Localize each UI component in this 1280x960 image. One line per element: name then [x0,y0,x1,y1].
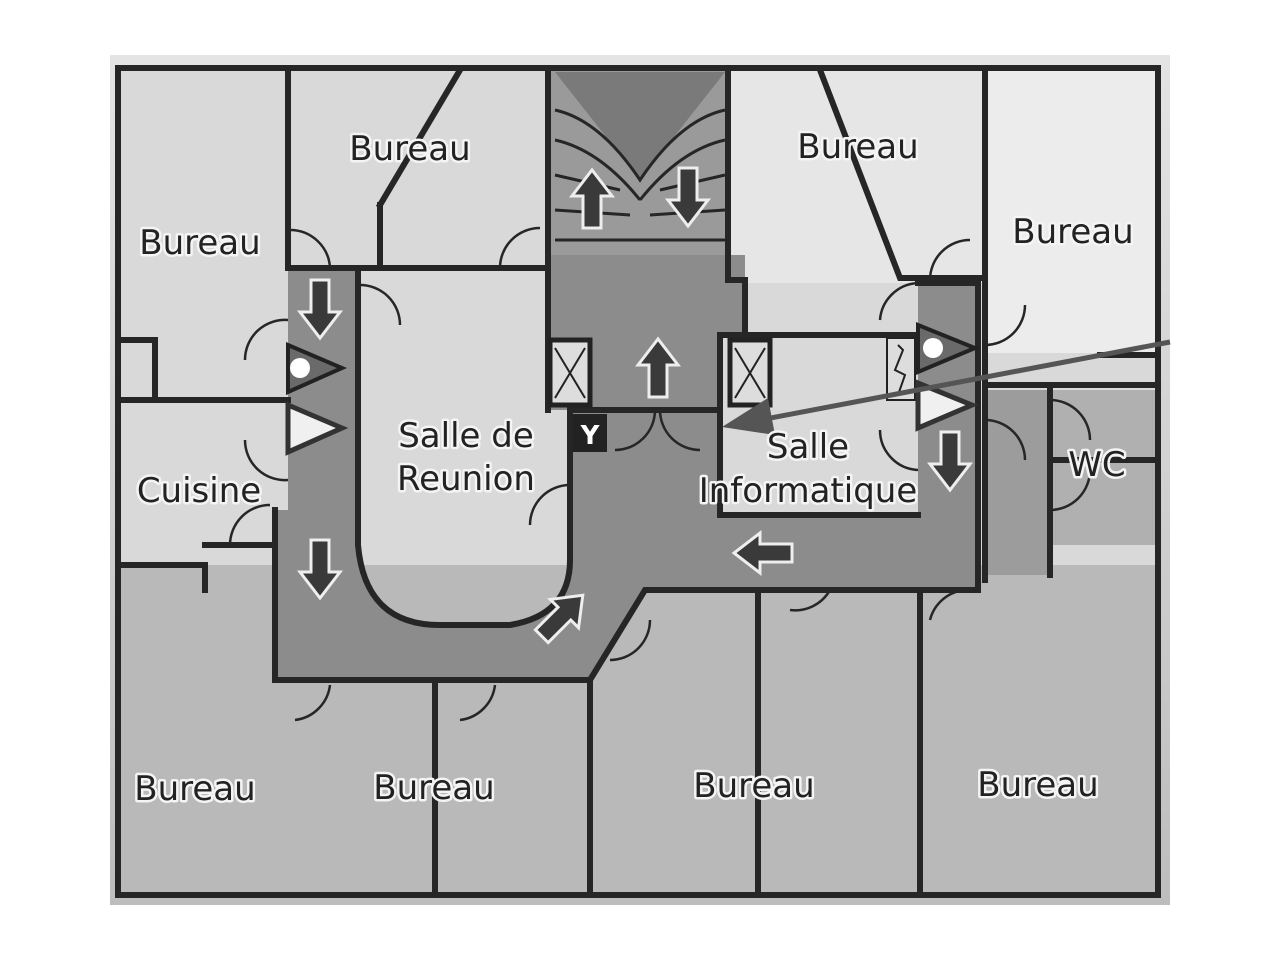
assembly-marker-label: Y [580,421,601,451]
room-label: Informatique [699,471,918,511]
wc-corridor [985,390,1050,575]
emergency-exit-triangle-icon [915,379,979,432]
room-label: Reunion [397,459,535,499]
stairs-landing [555,72,725,180]
assembly-marker [573,414,607,452]
room-label: Cuisine [137,471,261,511]
room-label: Salle [767,427,849,467]
doors [228,226,1092,722]
room-label: Bureau [693,766,814,806]
wc-area [1050,390,1158,545]
fire-extinguisher-marker-icon [916,322,981,376]
room-bureau-top-right [728,68,985,283]
emergency-exit-triangle-icon [285,401,349,456]
room-label: Salle de [398,416,534,456]
room-labels: Bureau Bureau Bureau Bureau Cuisine Sall… [132,125,1136,812]
you-are-here-pointer [722,339,1171,435]
corridor [275,255,978,680]
room-bureau-right [985,68,1158,353]
room-label: WC [1068,445,1125,485]
room-label: Bureau [1012,212,1133,252]
room-label: Bureau [134,769,255,809]
elevator-icon [547,337,593,408]
room-label: Bureau [797,127,918,167]
elevator-icon [727,337,773,408]
room-label: Bureau [139,223,260,263]
room-label: Bureau [977,765,1098,805]
room-label: Bureau [349,129,470,169]
fire-extinguisher-marker-icon [286,341,348,396]
room-label: Bureau [373,768,494,808]
